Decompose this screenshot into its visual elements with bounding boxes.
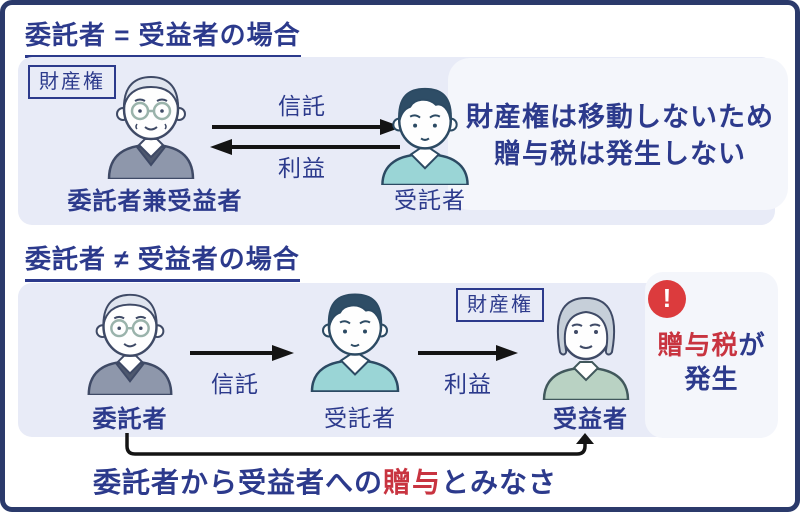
exclamation-icon: ! bbox=[648, 280, 686, 318]
section-equal-heading: 委託者 = 受益者の場合 bbox=[25, 15, 301, 58]
gift-deemed-note-red-text: 贈与 bbox=[382, 467, 441, 498]
trustee-label: 受託者 bbox=[394, 187, 466, 213]
benefit-arrow bbox=[418, 345, 518, 361]
trust-benefit-arrows bbox=[210, 119, 402, 155]
no-gift-tax-note: 財産権は移動しないため 贈与税は発生しない bbox=[455, 99, 785, 173]
gift-bracket-arrow bbox=[125, 433, 594, 456]
gift-tax-alert-line1: 贈与税が bbox=[639, 325, 784, 362]
settlor-avatar bbox=[87, 293, 173, 395]
no-gift-tax-note-line2: 贈与税は発生しない bbox=[494, 139, 746, 169]
settlor-beneficiary-avatar bbox=[107, 75, 195, 179]
gift-tax-alert-suffix: が bbox=[738, 330, 766, 360]
beneficiary-avatar bbox=[542, 296, 630, 400]
section-equal-note-box bbox=[448, 58, 788, 210]
gift-deemed-note-prefix: 委託者から受益者への bbox=[92, 467, 383, 498]
gift-deemed-note-suffix: とみなされる bbox=[441, 467, 558, 498]
trust-arrow-label: 信託 bbox=[278, 93, 326, 119]
gift-tax-alert-red-text: 贈与税 bbox=[657, 330, 739, 360]
trustee-label: 受託者 bbox=[324, 405, 396, 431]
no-gift-tax-note-line1: 財産権は移動しないため bbox=[466, 102, 774, 132]
property-rights-tag: 財産権 bbox=[28, 65, 116, 99]
settlor-beneficiary-label: 委託者兼受益者 bbox=[67, 188, 243, 215]
property-rights-tag: 財産権 bbox=[456, 288, 544, 322]
settlor-label: 委託者 bbox=[92, 406, 168, 433]
benefit-arrow-label: 利益 bbox=[444, 371, 492, 397]
trustee-avatar bbox=[310, 293, 400, 392]
trust-arrow bbox=[190, 345, 294, 361]
section-not-equal-heading: 委託者 ≠ 受益者の場合 bbox=[25, 239, 300, 282]
gift-tax-alert-line2: 発生 bbox=[684, 364, 739, 394]
gift-deemed-note: 委託者から受益者への贈与とみなされる bbox=[90, 461, 560, 507]
beneficiary-label: 受益者 bbox=[553, 406, 628, 433]
benefit-arrow-label: 利益 bbox=[278, 155, 326, 181]
trust-arrow-label: 信託 bbox=[211, 371, 259, 397]
trustee-avatar bbox=[381, 87, 469, 185]
